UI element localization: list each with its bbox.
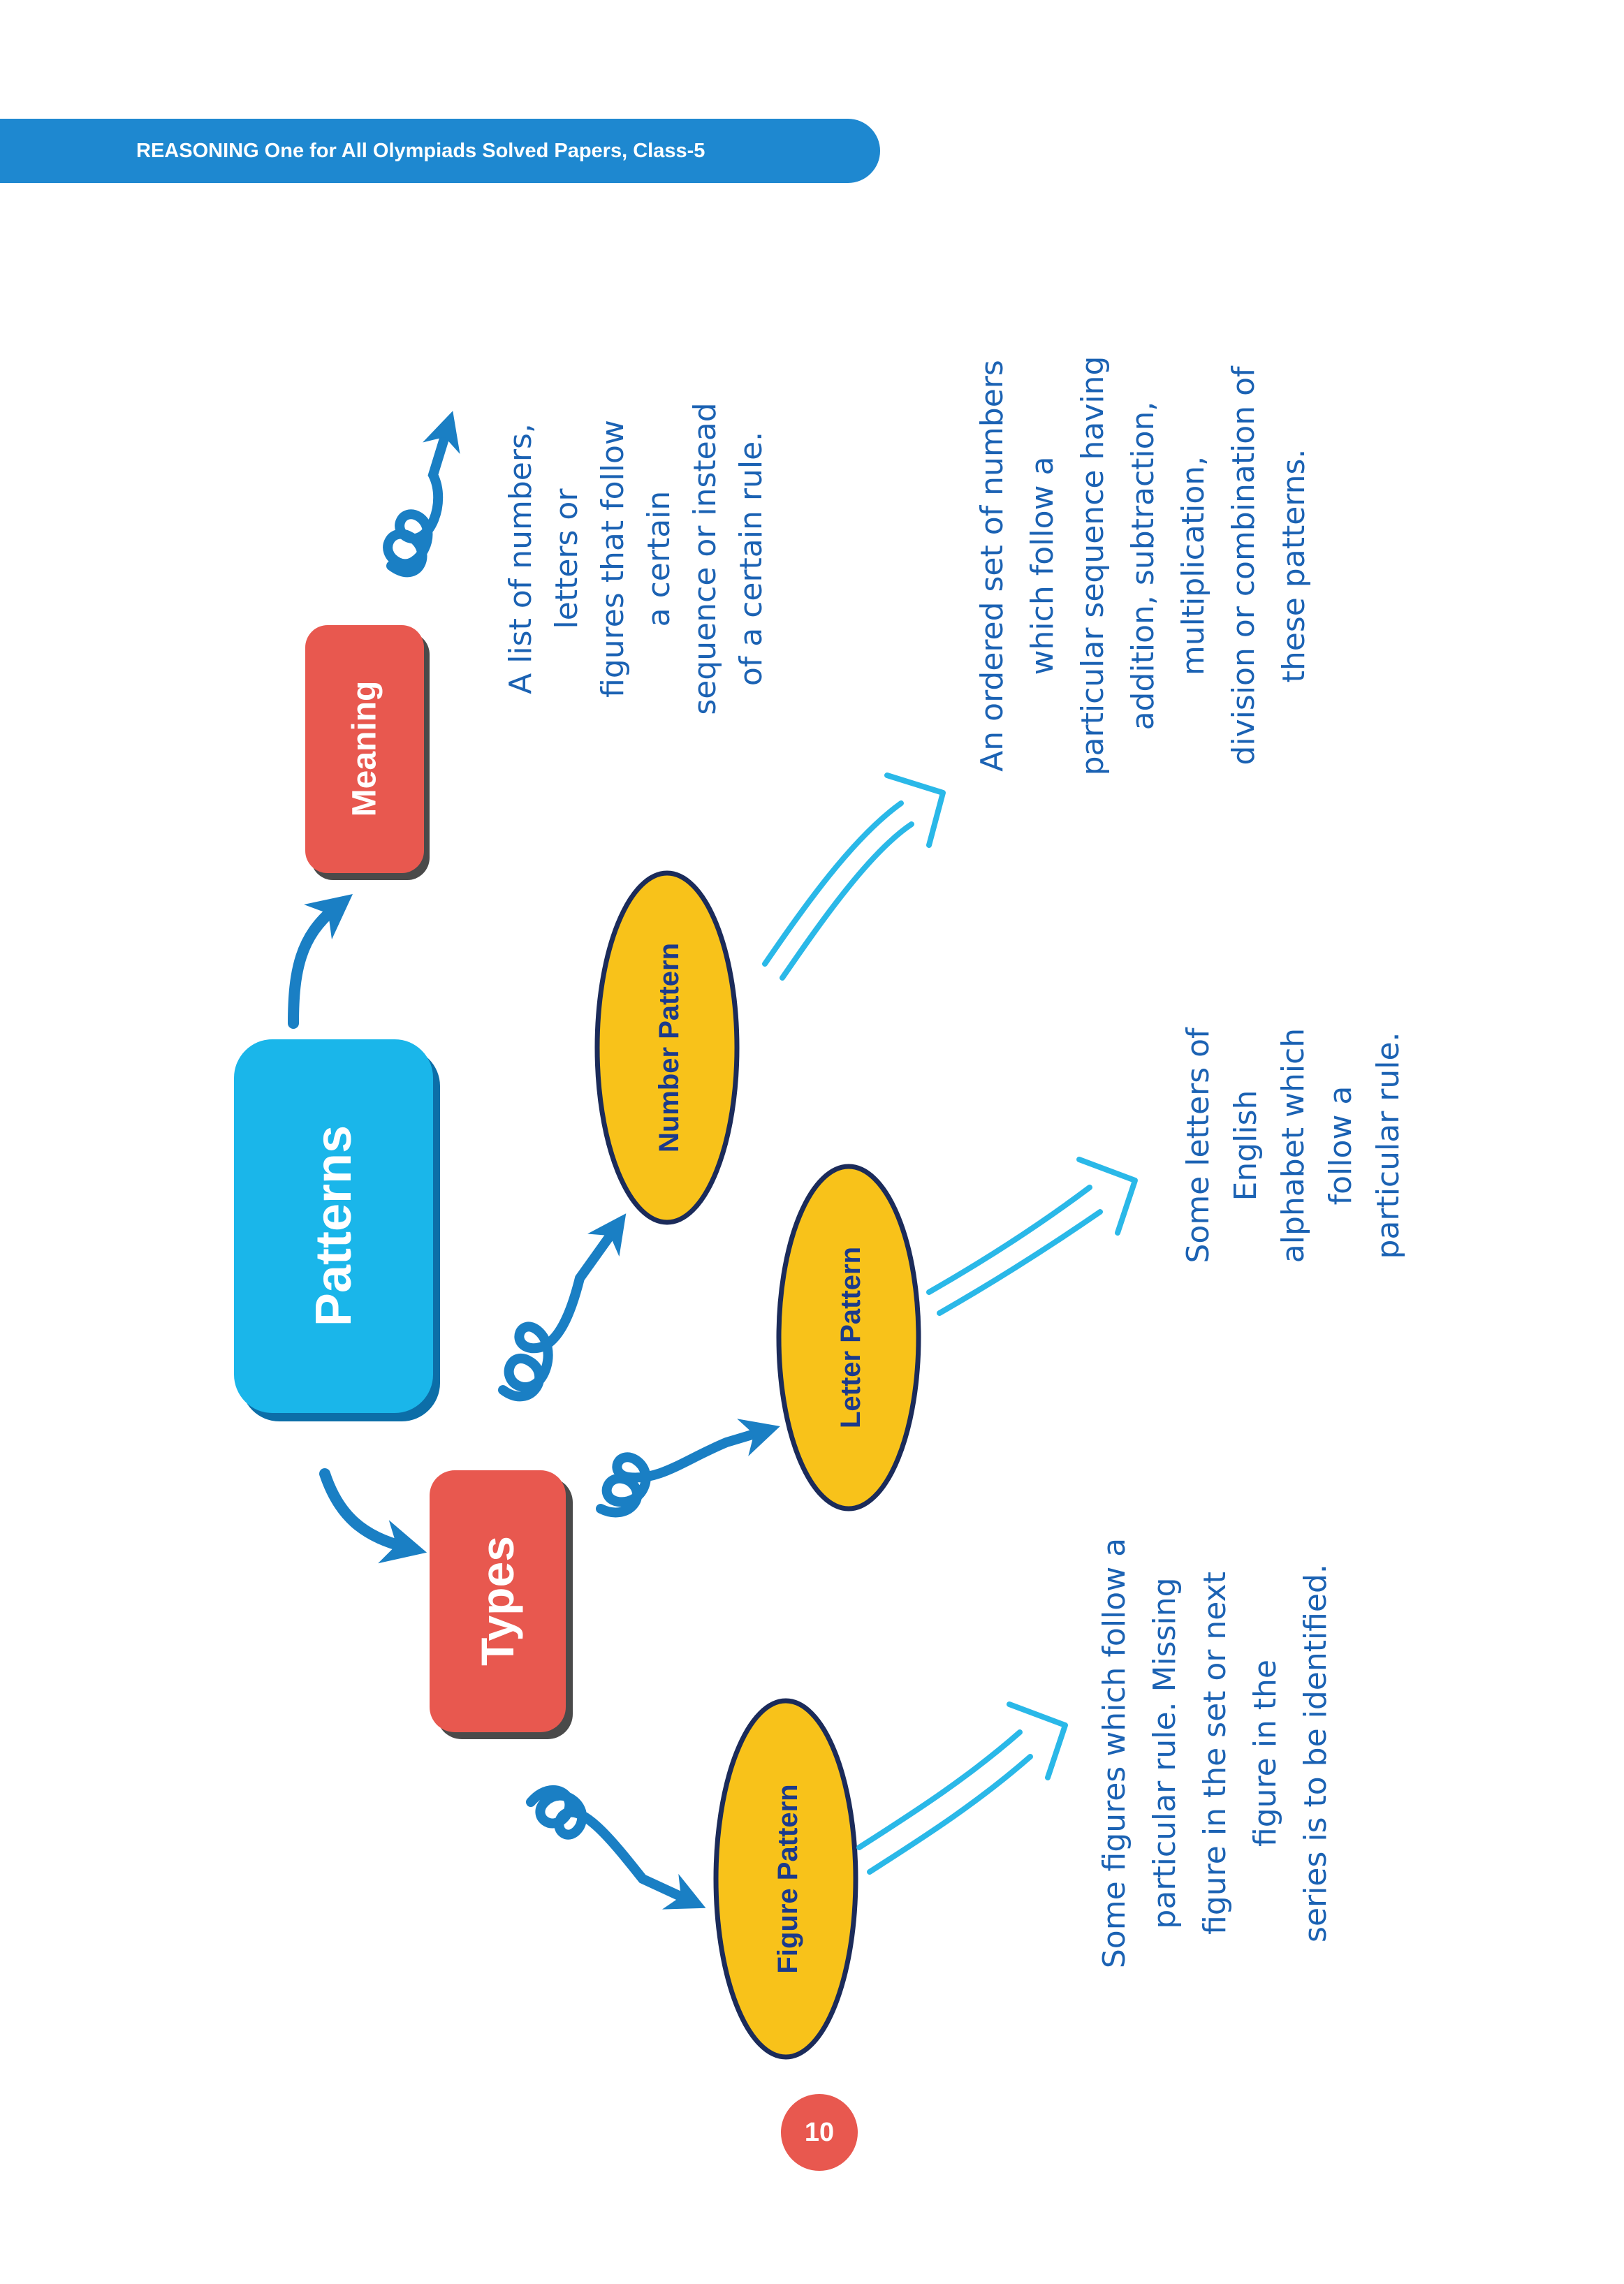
number-pattern-node: Number Pattern (594, 870, 740, 1225)
number-line: An ordered set of numbers (974, 360, 1010, 772)
meaning-line: of a certain rule. (733, 432, 769, 686)
header-title: REASONING One for All Olympiads Solved P… (136, 140, 705, 162)
figure-pattern-label: Figure Pattern (773, 1784, 803, 1973)
figure-line: figure in the set or next (1197, 1572, 1233, 1935)
letter-line: alphabet which (1275, 1028, 1311, 1263)
curly-arrow-figure (526, 1785, 706, 1910)
root-node: Patterns (234, 1039, 440, 1421)
figure-pattern-description: Some figures which follow a particular r… (1097, 1538, 1333, 1968)
number-line: which follow a (1025, 457, 1060, 675)
letter-line: follow a (1323, 1086, 1359, 1206)
arrow-root-to-types (319, 1468, 427, 1564)
meaning-node: Meaning (305, 625, 430, 880)
double-arrow-number (762, 773, 946, 981)
figure-line: particular rule. Missing (1147, 1577, 1183, 1928)
figure-line: figure in the (1248, 1660, 1283, 1847)
meaning-label: Meaning (346, 681, 383, 817)
root-label: Patterns (306, 1125, 362, 1326)
letter-pattern-description: Some letters of English alphabet which f… (1180, 1027, 1406, 1264)
double-arrow-figure (856, 1701, 1068, 1875)
types-label: Types (471, 1536, 523, 1666)
header-band (0, 119, 880, 183)
letter-line: Some letters of (1180, 1027, 1216, 1264)
meaning-description: A list of numbers, letters or figures th… (503, 402, 769, 715)
letter-pattern-label: Letter Pattern (835, 1247, 866, 1428)
types-node: Types (430, 1470, 573, 1739)
double-arrow-letter (926, 1157, 1138, 1316)
number-line: multiplication, (1176, 456, 1211, 675)
number-line: these patterns. (1276, 449, 1312, 683)
number-pattern-label: Number Pattern (654, 943, 685, 1152)
letter-line: English (1228, 1090, 1264, 1201)
page-number-badge: 10 (781, 2094, 858, 2171)
number-line: division or combination of (1226, 365, 1261, 766)
arrow-root-to-meaning (288, 893, 353, 1029)
meaning-line: A list of numbers, (503, 423, 539, 694)
meaning-line: letters or (549, 488, 585, 629)
figure-pattern-node: Figure Pattern (713, 1698, 858, 2060)
number-line: particular sequence having (1075, 356, 1111, 776)
figure-line: series is to be identified. (1298, 1564, 1333, 1942)
meaning-line: figures that follow (595, 420, 631, 698)
letter-line: particular rule. (1370, 1032, 1406, 1259)
number-line: addition, subtraction, (1125, 402, 1161, 731)
curly-arrow-number (498, 1213, 627, 1402)
meaning-line: sequence or instead (687, 402, 723, 715)
curly-arrow-letter (596, 1419, 780, 1518)
meaning-line: a certain (641, 491, 677, 627)
curly-arrow-meaning (383, 411, 460, 578)
number-pattern-description: An ordered set of numbers which follow a… (974, 356, 1312, 776)
figure-line: Some figures which follow a (1097, 1538, 1132, 1968)
letter-pattern-node: Letter Pattern (776, 1164, 921, 1511)
